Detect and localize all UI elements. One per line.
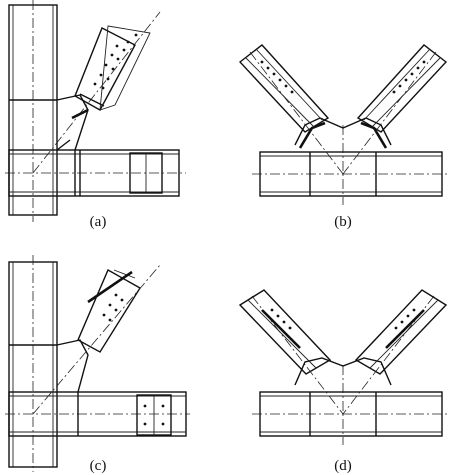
panel-d-drawing: [238, 289, 450, 445]
panel-c-label: (c): [90, 458, 107, 474]
panel-b-bolts: [260, 60, 426, 94]
panel-b-label: (b): [334, 214, 352, 230]
panel-c-bolts: [102, 293, 165, 426]
panel-a-bolts: [93, 33, 138, 90]
panel-d-label: (d): [334, 458, 352, 474]
panel-c-drawing: [5, 255, 190, 472]
panel-a-label: (a): [90, 214, 107, 230]
panel-d-bolts: [270, 308, 416, 330]
panel-b-drawing: [238, 44, 450, 205]
panel-a-drawing: [5, 0, 186, 222]
